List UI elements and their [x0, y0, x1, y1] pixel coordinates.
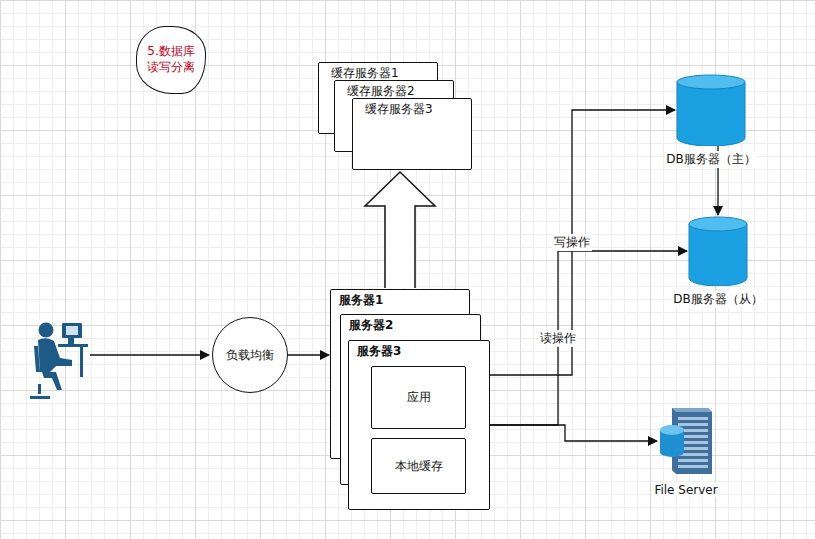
cylinder-body: [677, 82, 745, 146]
database-slave: DB服务器（从）: [688, 216, 748, 286]
cylinder-shape: [688, 216, 748, 286]
drive-slot: [678, 459, 708, 462]
cache-server: 缓存服务器3: [352, 98, 472, 170]
connector: [490, 110, 675, 375]
user-icon: [30, 323, 88, 400]
load-balancer: 负载均衡: [212, 317, 288, 393]
drive-slot: [678, 465, 708, 468]
connector: [288, 354, 329, 355]
cylinder-body: [689, 224, 747, 286]
node-label: 缓存服务器3: [365, 101, 433, 118]
drive-slot: [678, 417, 708, 420]
node-label: 服务器2: [349, 317, 393, 334]
node-label: 服务器3: [357, 343, 401, 360]
application-box: 应用: [371, 366, 466, 429]
tower-top: [672, 408, 712, 412]
node-label: File Server: [652, 483, 719, 497]
cylinder-top: [677, 75, 745, 89]
app-server: 服务器3 应用本地缓存: [348, 340, 490, 510]
node-label: DB服务器（从）: [671, 291, 764, 308]
connector: [490, 425, 657, 441]
node-label: 负载均衡: [224, 347, 276, 363]
node-label: DB服务器（主）: [664, 151, 757, 168]
local-cache-box: 本地缓存: [371, 438, 466, 494]
title-bubble: 5.数据库读写分离: [136, 26, 206, 94]
cylinder-top: [689, 217, 747, 231]
node-label: 服务器1: [339, 292, 383, 309]
edge-label: 写操作: [552, 234, 592, 251]
drive-slot: [678, 423, 708, 426]
node-label: 应用: [407, 389, 431, 406]
edge-label: 读操作: [538, 330, 578, 347]
hollow-arrow: [365, 172, 435, 288]
connector: [490, 251, 687, 425]
file-server: File Server: [658, 404, 714, 478]
user-connector: [90, 354, 209, 355]
node-label: 5.数据库读写分离: [146, 44, 196, 75]
file-server-icon: [658, 404, 714, 478]
node-label: 本地缓存: [395, 458, 443, 475]
disk-top: [660, 425, 684, 435]
database-master: DB服务器（主）: [676, 74, 746, 146]
cylinder-shape: [676, 74, 746, 146]
